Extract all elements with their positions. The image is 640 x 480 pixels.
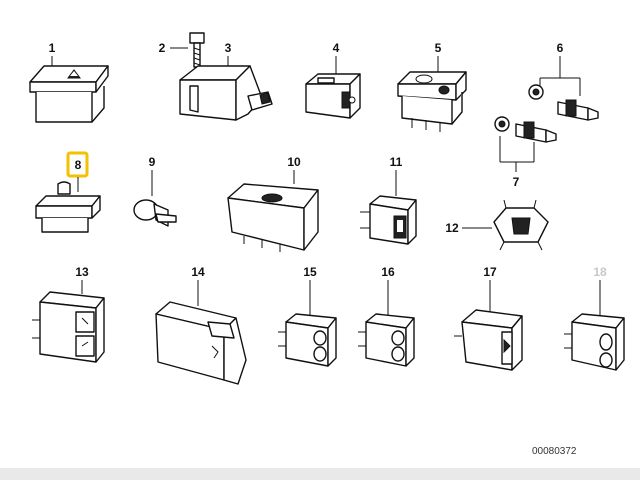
parts-diagram: 1 2 3 4 [29, 32, 625, 385]
part-15-dual-switch[interactable]: 15 [278, 265, 337, 367]
diagram-code: 00080372 [532, 446, 577, 457]
part-3-relay[interactable]: 3 [179, 41, 273, 121]
part-3-label[interactable]: 3 [225, 41, 232, 55]
part-4-switch[interactable]: 4 [305, 41, 361, 119]
part-17-switch[interactable]: 17 [454, 265, 523, 371]
part-7-sensor-pair[interactable]: 7 [494, 116, 557, 189]
part-1-hazard-switch[interactable]: 1 [29, 41, 109, 123]
part-12-label[interactable]: 12 [445, 221, 459, 235]
part-16-dual-switch[interactable]: 16 [358, 265, 415, 367]
part-13-double-switch[interactable]: 13 [32, 265, 105, 363]
part-4-label[interactable]: 4 [333, 41, 340, 55]
part-9-clip[interactable]: 9 [133, 155, 177, 227]
part-16-label[interactable]: 16 [381, 265, 395, 279]
part-11-rocker-switch[interactable]: 11 [360, 155, 417, 245]
part-1-label[interactable]: 1 [49, 41, 56, 55]
part-2-label[interactable]: 2 [159, 41, 166, 55]
part-7-label[interactable]: 7 [513, 175, 520, 189]
part-9-label[interactable]: 9 [149, 155, 156, 169]
part-18-label[interactable]: 18 [593, 265, 607, 279]
part-11-label[interactable]: 11 [390, 155, 403, 169]
part-14-long-switch[interactable]: 14 [155, 265, 247, 385]
part-14-label[interactable]: 14 [191, 265, 205, 279]
part-5-switch[interactable]: 5 [397, 41, 467, 132]
footer-bar [0, 468, 640, 480]
part-15-label[interactable]: 15 [303, 265, 317, 279]
part-5-label[interactable]: 5 [435, 41, 442, 55]
part-12-bracket[interactable]: 12 [445, 199, 549, 251]
part-8-label[interactable]: 8 [75, 158, 82, 172]
part-6-sensor-pair[interactable]: 6 [528, 41, 599, 121]
part-2-screw[interactable]: 2 [159, 32, 205, 68]
part-10-label[interactable]: 10 [287, 155, 301, 169]
part-17-label[interactable]: 17 [483, 265, 497, 279]
part-8-push-switch[interactable]: 8 [35, 151, 101, 233]
part-18-dual-switch[interactable]: 18 [564, 265, 625, 371]
selection-highlight [66, 151, 89, 178]
part-13-label[interactable]: 13 [75, 265, 89, 279]
part-6-label[interactable]: 6 [557, 41, 564, 55]
part-10-switch-panel[interactable]: 10 [227, 155, 319, 252]
